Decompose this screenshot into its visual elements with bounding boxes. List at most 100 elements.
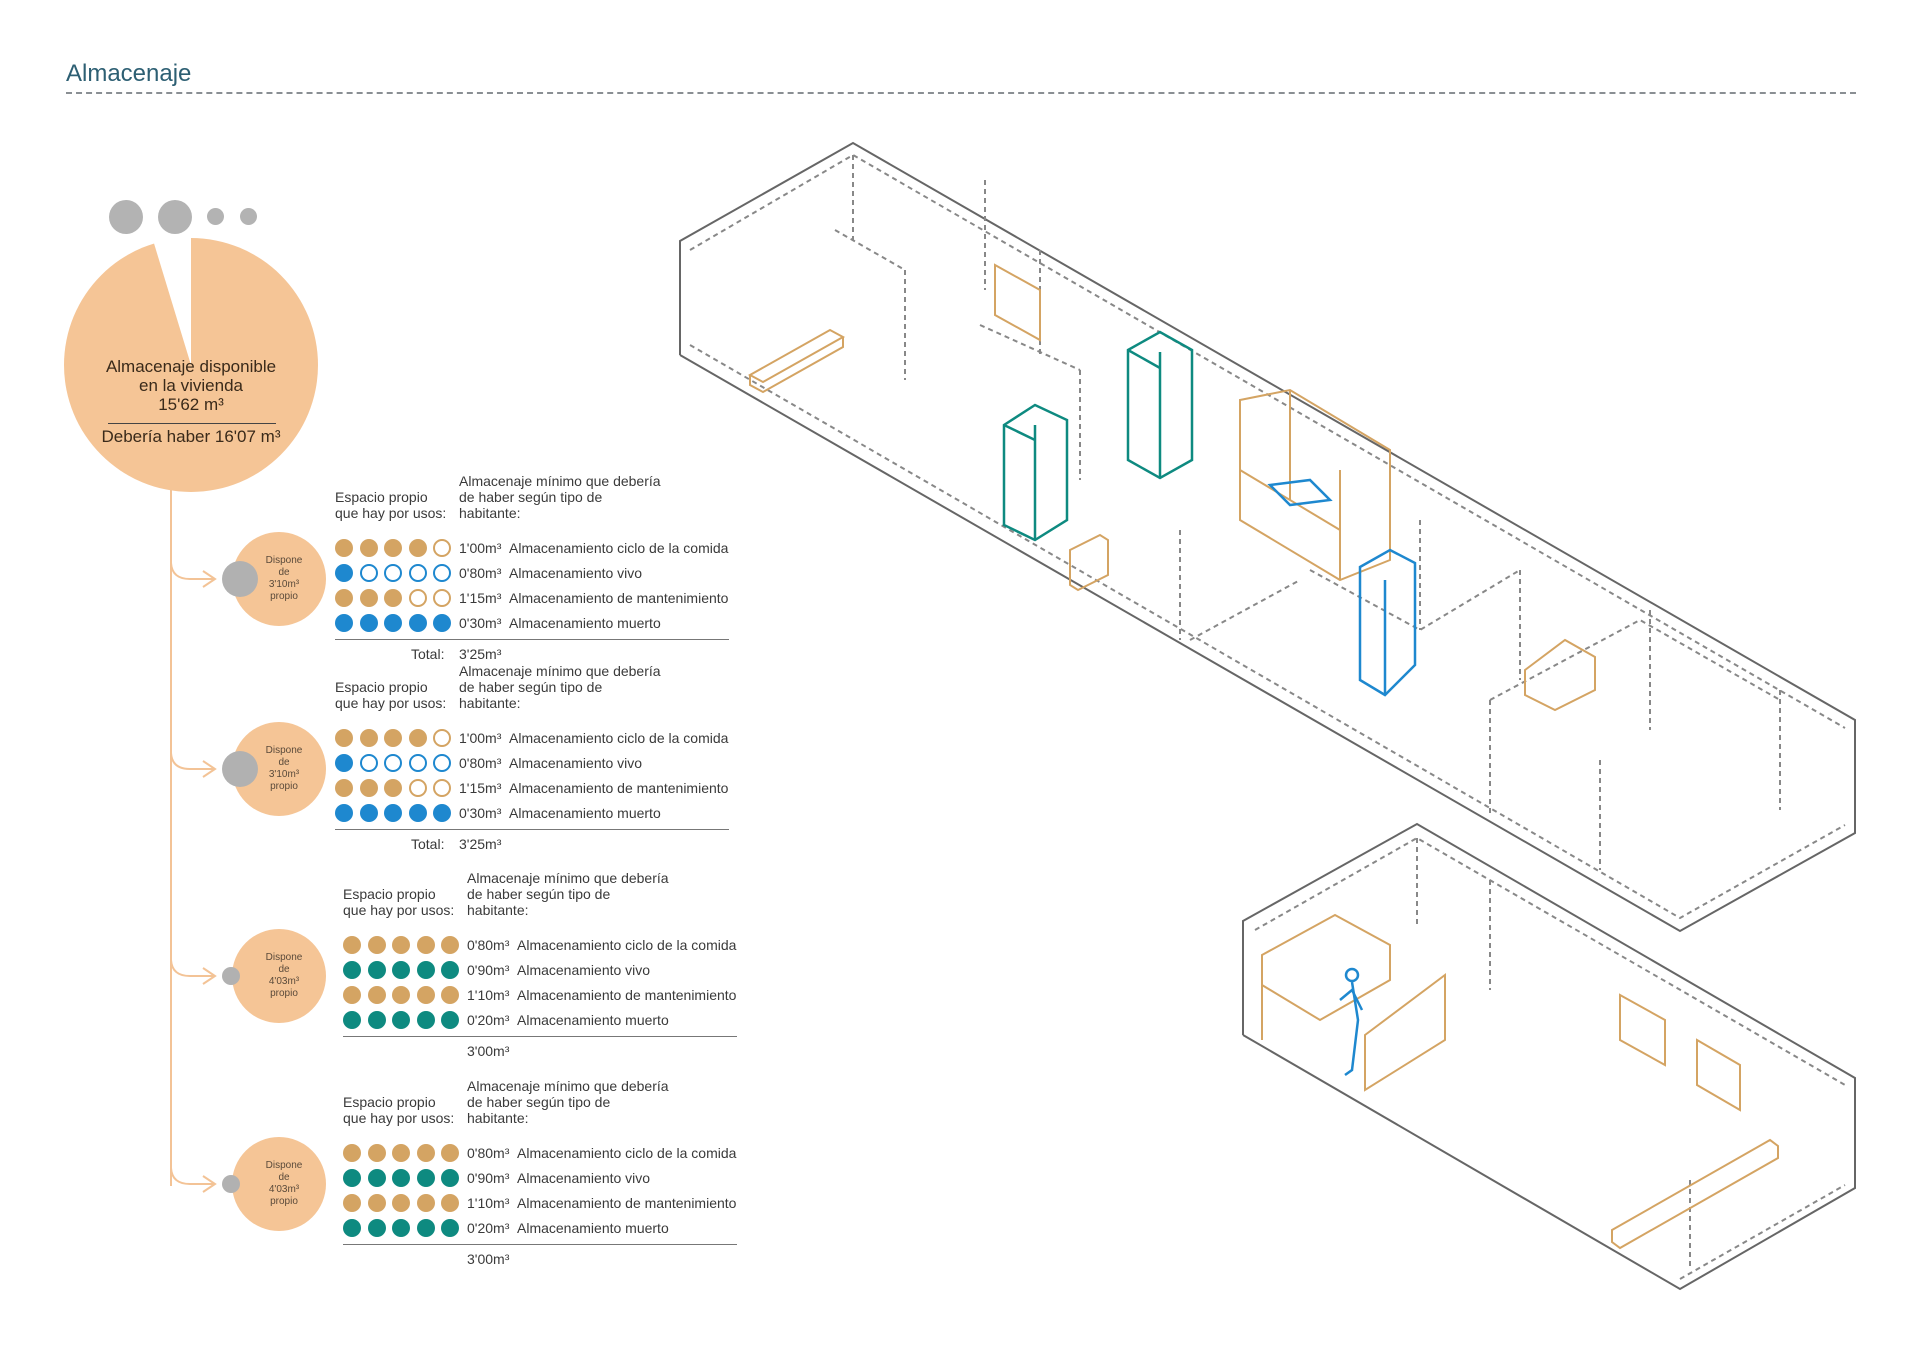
filled-dot — [408, 729, 427, 747]
total-divider — [343, 1244, 737, 1245]
storage-row: 1'15m³ Almacenamiento de mantenimiento — [335, 589, 755, 613]
filled-dot — [335, 754, 353, 772]
storage-value: 0'20m³ — [467, 1012, 510, 1028]
empty-dot — [408, 589, 427, 607]
storage-type-label: Almacenamiento vivo — [509, 565, 643, 581]
arrow-icon — [170, 752, 217, 778]
pie-available-value: 15'62 m³ — [158, 395, 224, 414]
storage-value: 0'80m³ — [459, 755, 502, 771]
filled-dot — [441, 1219, 459, 1237]
title-divider — [66, 92, 1856, 94]
filled-dot — [343, 961, 361, 979]
filled-dot — [392, 936, 410, 954]
arrow-icon — [170, 1167, 217, 1193]
blue-wardrobe — [1267, 478, 1417, 697]
lower-tan-furniture — [1261, 913, 1779, 1250]
filled-dot — [367, 936, 386, 954]
lower-floor-walls — [1254, 836, 1846, 1280]
filled-dot — [433, 614, 451, 632]
storage-value: 1'15m³ — [459, 590, 502, 606]
storage-type-label: Almacenamiento de mantenimiento — [509, 590, 729, 606]
filled-dot — [416, 961, 435, 979]
empty-dot — [433, 779, 451, 797]
filled-dot — [343, 1194, 361, 1212]
empty-dot — [433, 729, 451, 747]
filled-dot — [416, 1144, 435, 1162]
filled-dot — [335, 804, 353, 822]
lower-floor-outline — [1242, 822, 1856, 1291]
pie-required-value: Debería haber 16'07 m³ — [101, 427, 281, 446]
connector-line — [170, 490, 172, 1186]
filled-dot — [441, 1194, 459, 1212]
storage-type-label: Almacenamiento muerto — [509, 615, 661, 631]
storage-value: 1'10m³ — [467, 1195, 510, 1211]
teal-wardrobes — [1002, 330, 1194, 542]
total-value: 3'00m³ — [467, 1251, 510, 1267]
filled-dot — [416, 1011, 435, 1029]
filled-dot — [441, 936, 459, 954]
filled-dot — [367, 1194, 386, 1212]
filled-dot — [367, 1219, 386, 1237]
filled-dot — [367, 1169, 386, 1187]
filled-dot — [408, 804, 427, 822]
storage-value: 0'20m³ — [467, 1220, 510, 1236]
empty-dot — [408, 564, 427, 582]
total-divider — [343, 1036, 737, 1037]
filled-dot — [416, 1194, 435, 1212]
storage-type-label: Almacenamiento muerto — [509, 805, 661, 821]
filled-dot — [441, 986, 459, 1004]
filled-dot — [367, 1144, 386, 1162]
storage-type-label: Almacenamiento ciclo de la comida — [517, 1145, 737, 1161]
empty-dot — [433, 539, 451, 557]
storage-type-label: Almacenamiento muerto — [517, 1012, 669, 1028]
filled-dot — [343, 1144, 361, 1162]
filled-dot — [433, 804, 451, 822]
filled-dot — [392, 1194, 410, 1212]
arrow-icon — [170, 959, 217, 985]
filled-dot — [392, 986, 410, 1004]
upper-floor-walls — [689, 153, 1846, 920]
total-label: Total: — [411, 646, 445, 662]
storage-type-label: Almacenamiento ciclo de la comida — [517, 937, 737, 953]
filled-dot — [335, 614, 353, 632]
filled-dot — [441, 1144, 459, 1162]
person-figure — [1339, 967, 1364, 1077]
total-value: 3'25m³ — [459, 646, 502, 662]
empty-dot — [359, 564, 378, 582]
filled-dot — [367, 1011, 386, 1029]
filled-dot — [416, 936, 435, 954]
storage-type-label: Almacenamiento vivo — [517, 962, 651, 978]
filled-dot — [416, 1219, 435, 1237]
empty-dot — [433, 589, 451, 607]
empty-dot — [384, 564, 402, 582]
storage-value: 0'90m³ — [467, 1170, 510, 1186]
filled-dot — [359, 614, 378, 632]
filled-dot — [335, 589, 353, 607]
storage-type-label: Almacenamiento de mantenimiento — [509, 780, 729, 796]
empty-dot — [433, 564, 451, 582]
total-divider — [335, 639, 729, 640]
filled-dot — [359, 539, 378, 557]
